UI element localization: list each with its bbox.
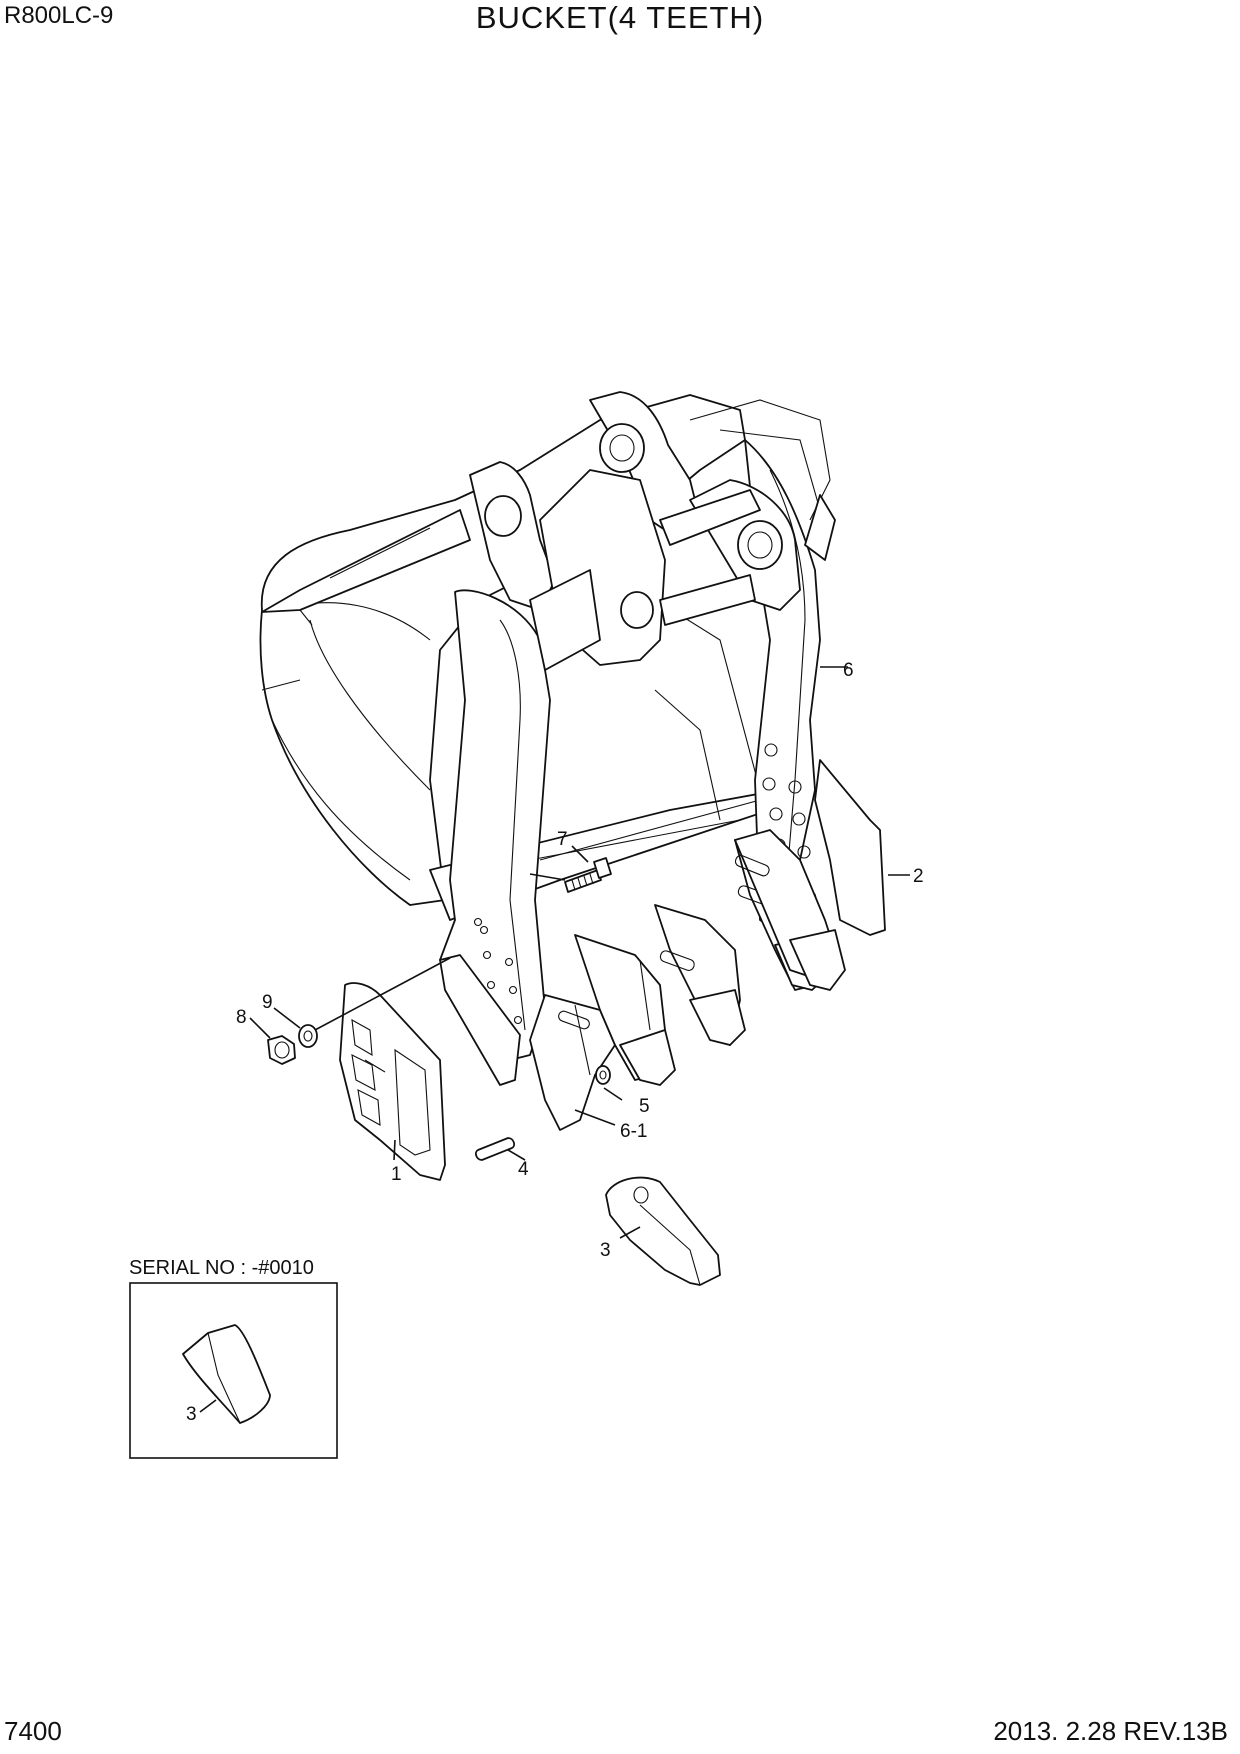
callout-8: 8 (236, 1007, 247, 1028)
inset-label: SERIAL NO : -#0010 (129, 1257, 314, 1279)
tooth-point-3 (605, 1176, 721, 1286)
callout-1: 1 (391, 1164, 402, 1185)
side-cutter-right (814, 759, 886, 936)
callout-9: 9 (262, 992, 273, 1013)
page-title: BUCKET(4 TEETH) (475, 0, 765, 35)
washer-9 (298, 1024, 318, 1048)
side-cutter-left (339, 982, 446, 1181)
pin-4 (475, 1137, 515, 1161)
hinge-brackets (469, 391, 836, 671)
callout-5: 5 (639, 1096, 650, 1117)
callout-2: 2 (913, 866, 924, 887)
page-number: 7400 (4, 1716, 62, 1746)
callout-7: 7 (557, 829, 568, 850)
nut-8 (267, 1035, 296, 1065)
leader-lines (249, 666, 910, 1239)
callout-6-1: 6-1 (620, 1121, 647, 1142)
callout-3: 3 (600, 1240, 611, 1261)
callout-3-inset: 3 (186, 1404, 197, 1425)
bolt-7 (564, 857, 612, 893)
callout-4: 4 (518, 1159, 529, 1180)
callout-6: 6 (843, 660, 854, 681)
teeth-adapters (529, 829, 846, 1131)
inset-tooth-point (182, 1324, 271, 1424)
serial-inset: SERIAL NO : -#0010 3 (129, 1257, 338, 1459)
model-number: R800LC-9 (4, 2, 114, 29)
retainer-5 (595, 1065, 611, 1085)
left-side-plate (439, 589, 551, 1086)
revision-date: 2013. 2.28 REV.13B (993, 1716, 1228, 1746)
